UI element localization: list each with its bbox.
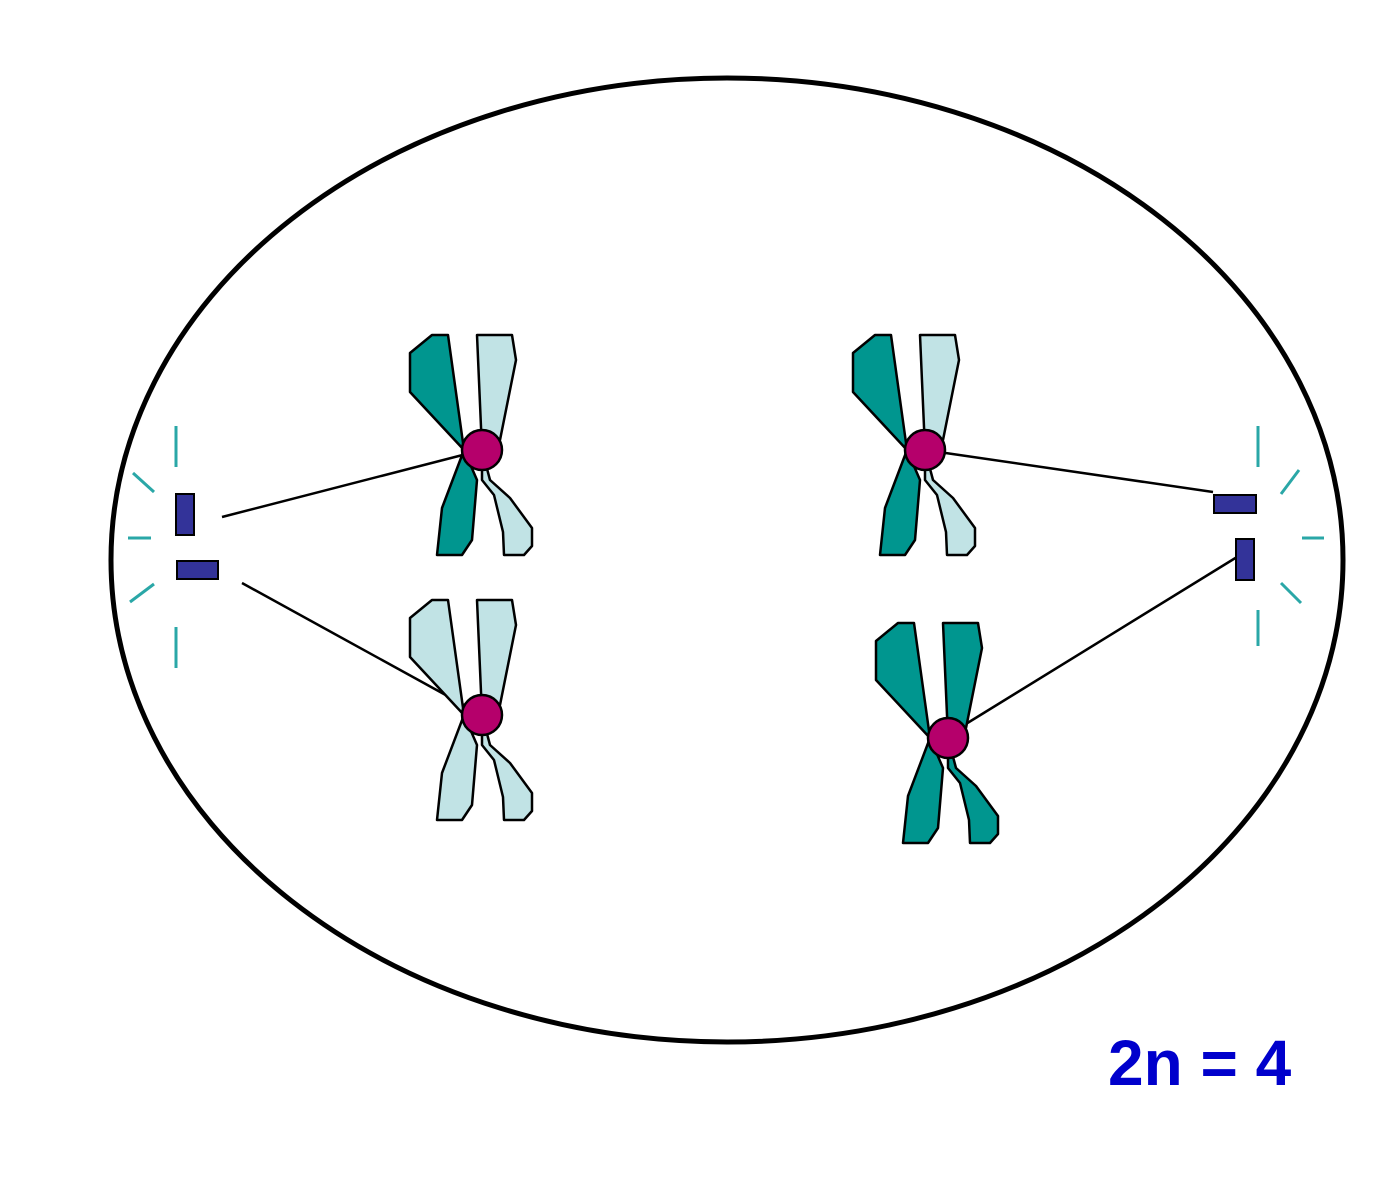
aster-ray xyxy=(131,471,156,494)
aster-ray xyxy=(1279,581,1303,605)
centromere xyxy=(926,716,970,760)
cell-membrane xyxy=(108,75,1346,1045)
centrosomes xyxy=(175,493,1257,581)
centriole-right-vertical xyxy=(1235,538,1255,581)
aster-ray xyxy=(129,582,155,604)
centromere xyxy=(903,428,947,472)
spindle-fiber xyxy=(221,448,483,519)
aster-ray xyxy=(1279,469,1301,495)
centromere xyxy=(460,693,504,737)
chromosome-lower-right xyxy=(874,621,1000,845)
spindle-fiber xyxy=(947,555,1238,737)
centriole-left-horizontal xyxy=(176,560,219,580)
chromosome-upper-left xyxy=(408,333,534,557)
spindle-fiber xyxy=(924,448,1214,494)
centriole-right-horizontal xyxy=(1213,494,1257,514)
centromere xyxy=(460,428,504,472)
ploidy-label: 2n = 4 xyxy=(1108,1027,1292,1099)
aster-rays-right xyxy=(1256,426,1324,646)
chromosome-upper-right xyxy=(851,333,977,557)
centriole-left-vertical xyxy=(175,493,195,536)
aster-rays-left xyxy=(128,426,178,668)
chromosome-lower-left xyxy=(408,598,534,822)
